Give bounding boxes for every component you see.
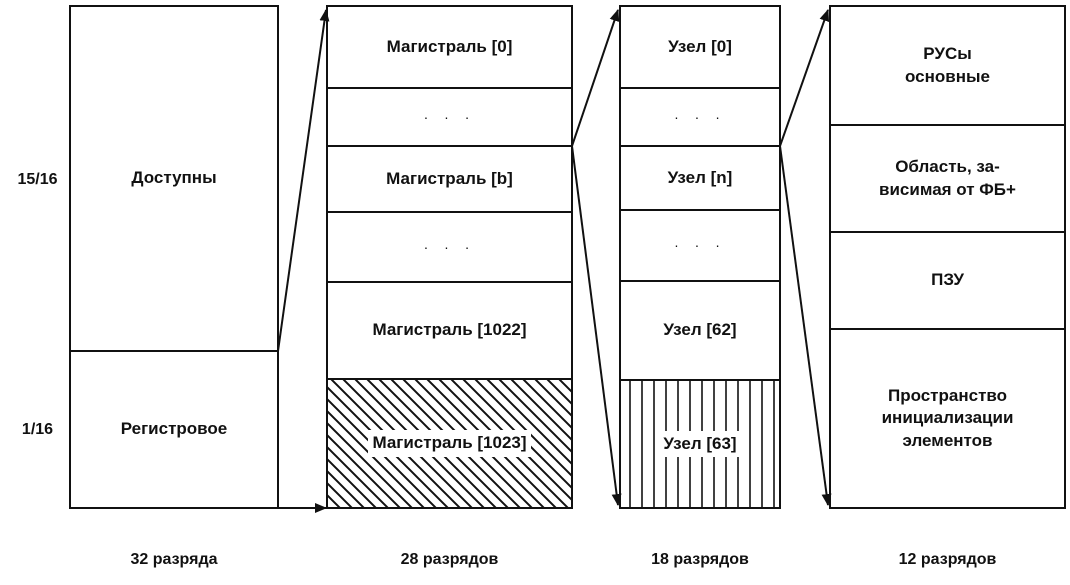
label-node-dots-1: · · · <box>674 108 726 125</box>
label-init-space: Пространство инициализации элементов <box>881 386 1014 450</box>
arrow-bottom-2 <box>571 145 622 506</box>
label-rom: ПЗУ <box>931 270 964 290</box>
column-12-bit <box>829 5 1066 509</box>
arrow-bottom-3 <box>779 145 832 506</box>
block-init-space <box>829 328 1066 509</box>
block-register <box>69 350 279 509</box>
label-node-62: Узел [62] <box>663 320 737 340</box>
arrow-top-3 <box>779 9 830 147</box>
label-trunk-dots-2: · · · <box>423 238 476 255</box>
column-28-bit <box>326 5 573 509</box>
arrow-top-1 <box>277 9 330 352</box>
label-trunk-1023: Магистраль [1023] <box>327 379 572 508</box>
label-node-n: Узел [n] <box>667 167 733 187</box>
label-trunk-1023-text: Магистраль [1023] <box>368 430 531 457</box>
label-register: Регистровое <box>120 419 228 439</box>
label-node-dots-2: · · · <box>674 237 726 254</box>
label-fb-area: Область, за- висимая от ФБ+ <box>879 157 1016 199</box>
caption-28-bit: 28 разрядов <box>400 550 499 568</box>
label-trunk-1022: Магистраль [1022] <box>372 320 527 340</box>
label-trunk-0: Магистраль [0] <box>386 36 513 56</box>
caption-32-bit: 32 разряда <box>130 550 218 568</box>
label-rus-main: РУСы основные <box>905 44 990 86</box>
caption-18-bit: 18 разрядов <box>651 550 749 568</box>
label-node-63-text: Узел [63] <box>657 430 743 458</box>
fraction-upper-label: 15/16 <box>17 170 58 188</box>
label-available: Доступны <box>131 168 217 188</box>
fraction-lower-label: 1/16 <box>21 420 54 438</box>
label-node-0: Узел [0] <box>668 36 732 56</box>
label-node-63: Узел [63] <box>620 380 780 508</box>
label-trunk-dots-1: · · · <box>423 108 476 125</box>
caption-12-bit: 12 разрядов <box>898 550 997 568</box>
label-trunk-b: Магистраль [b] <box>386 168 513 188</box>
column-32-bit <box>69 5 279 509</box>
arrow-top-2 <box>571 9 620 147</box>
